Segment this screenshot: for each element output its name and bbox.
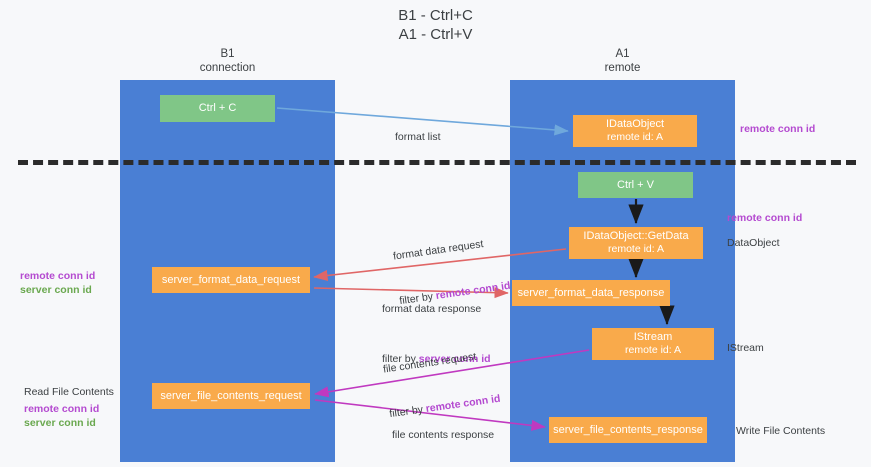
node-istream[interactable]: IStream remote id: A bbox=[592, 328, 714, 360]
lane-header-b1: B1 connection bbox=[199, 48, 256, 74]
annotation-left-remote-conn-id-2: remote conn id bbox=[24, 403, 100, 415]
edge-label-format-data-response-line1: format data response bbox=[382, 303, 482, 315]
node-server-format-data-response-label: server_format_data_response bbox=[517, 286, 665, 299]
annotation-right-istream: IStream bbox=[727, 342, 764, 354]
edge-label-format-data-response: format data response filter by server co… bbox=[382, 272, 491, 397]
annotation-left-server-conn-id-1: server conn id bbox=[20, 284, 92, 296]
edge-label-format-list: format list bbox=[395, 100, 441, 175]
node-server-file-contents-response[interactable]: server_file_contents_response bbox=[549, 417, 707, 443]
annotation-right-remote-conn-id-2: remote conn id bbox=[727, 212, 803, 224]
edge-label-format-data-response-line2: filter by server conn id bbox=[382, 352, 491, 367]
annotation-right-write-file-contents: Write File Contents bbox=[736, 425, 826, 437]
node-idataobject[interactable]: IDataObject remote id: A bbox=[573, 115, 697, 147]
node-ctrl-c[interactable]: Ctrl + C bbox=[160, 95, 275, 122]
node-server-format-data-request-label: server_format_data_request bbox=[161, 273, 301, 286]
node-idataobject-sublabel: remote id: A bbox=[606, 131, 664, 143]
filter-prefix: filter by bbox=[382, 353, 419, 365]
node-istream-sublabel: remote id: A bbox=[624, 344, 682, 356]
phase-divider bbox=[18, 160, 856, 165]
node-getdata[interactable]: IDataObject::GetData remote id: A bbox=[569, 227, 703, 259]
annotation-left-remote-conn-id-1: remote conn id bbox=[20, 270, 96, 282]
edge-label-format-data-request-line1: format data request bbox=[392, 238, 485, 263]
edge-label-file-contents-response-line1: file contents response bbox=[392, 429, 495, 441]
node-server-format-data-request[interactable]: server_format_data_request bbox=[152, 267, 310, 293]
node-getdata-label: IDataObject::GetData bbox=[583, 230, 689, 242]
filter-key-server-conn-id: server conn id bbox=[418, 353, 491, 365]
node-idataobject-label: IDataObject bbox=[605, 118, 665, 130]
annotation-left-read-file-contents: Read File Contents bbox=[24, 386, 114, 398]
annotation-right-dataobject: DataObject bbox=[727, 237, 780, 249]
node-getdata-sublabel: remote id: A bbox=[607, 243, 665, 255]
annotation-right-remote-conn-id-1: remote conn id bbox=[740, 123, 816, 135]
node-istream-label: IStream bbox=[633, 331, 673, 343]
diagram-title: B1 - Ctrl+C A1 - Ctrl+V bbox=[398, 7, 473, 43]
node-server-format-data-response[interactable]: server_format_data_response bbox=[512, 280, 670, 306]
node-server-file-contents-request-label: server_file_contents_request bbox=[160, 389, 302, 402]
edge-label-file-contents-request-line1: file contents request bbox=[382, 350, 478, 376]
lane-header-a1: A1 remote bbox=[604, 48, 641, 74]
node-server-file-contents-response-label: server_file_contents_response bbox=[553, 423, 703, 436]
node-ctrl-v[interactable]: Ctrl + V bbox=[578, 172, 693, 198]
node-server-file-contents-request[interactable]: server_file_contents_request bbox=[152, 383, 310, 409]
node-ctrl-v-label: Ctrl + V bbox=[617, 178, 654, 191]
annotation-left-server-conn-id-2: server conn id bbox=[24, 417, 96, 429]
node-ctrl-c-label: Ctrl + C bbox=[198, 102, 237, 114]
edge-label-format-list-line1: format list bbox=[395, 131, 441, 143]
edge-label-file-contents-response: file contents response filter by server … bbox=[392, 398, 501, 467]
